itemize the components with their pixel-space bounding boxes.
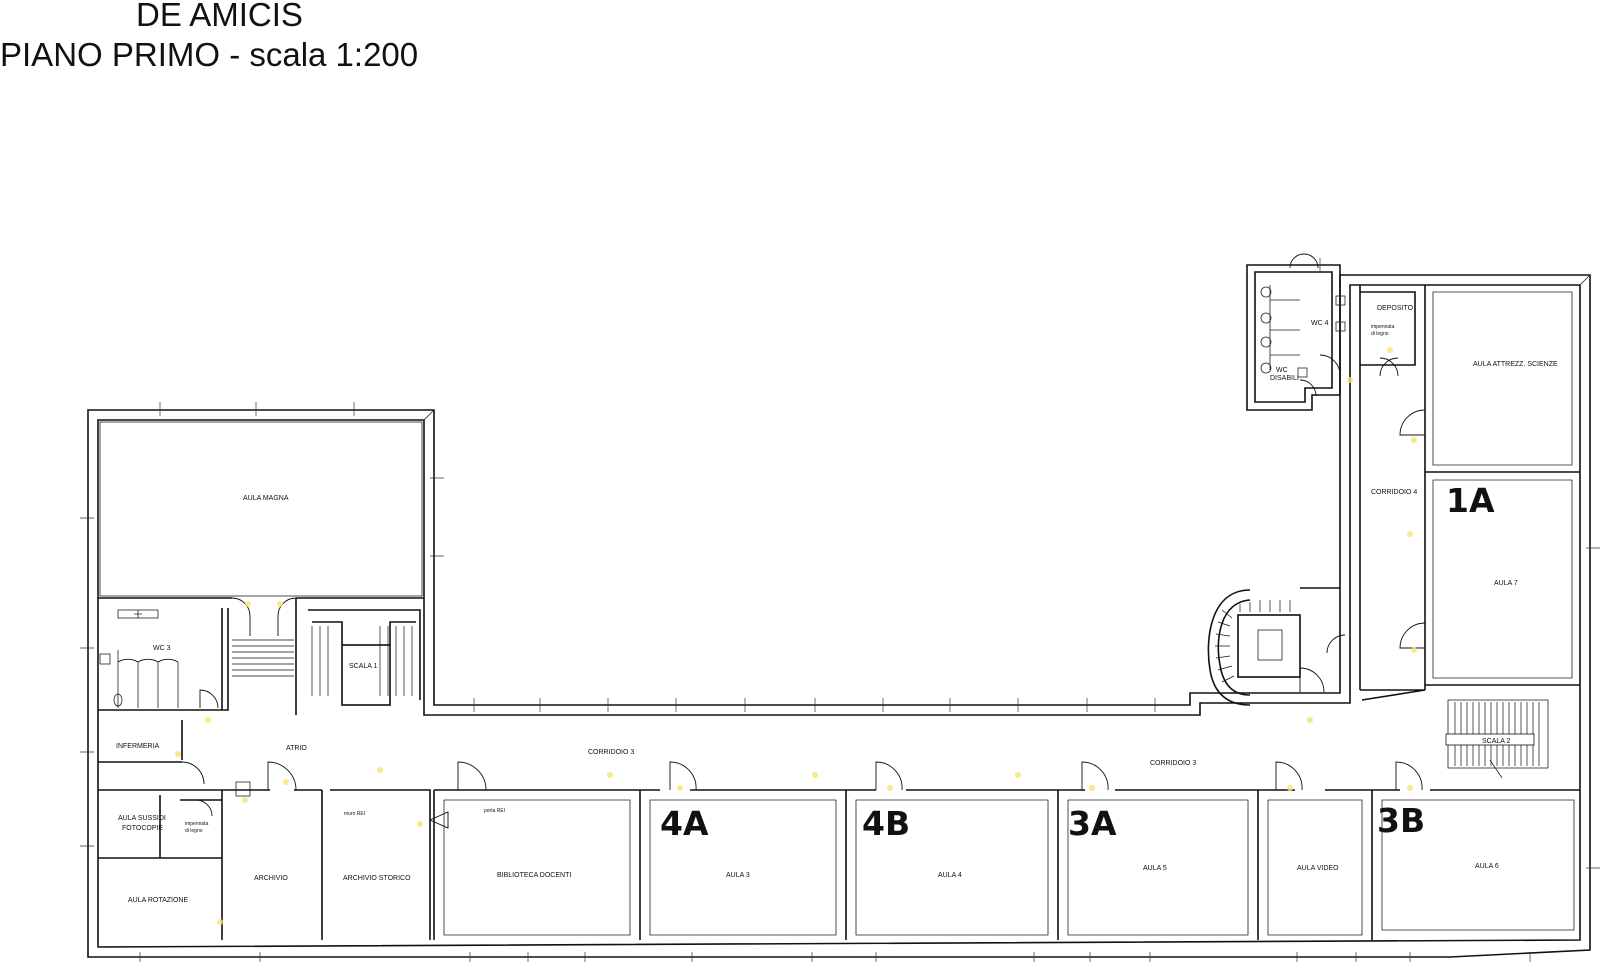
- label-wc-disabili-1: WC: [1276, 367, 1288, 374]
- class-label-4b: 4B: [862, 804, 910, 843]
- outer-wall-main: [87, 274, 1591, 958]
- label-porta-rei: porta REI: [484, 808, 505, 814]
- class-label-3b: 3B: [1377, 801, 1425, 840]
- label-impennata-2: impennata: [1371, 324, 1395, 330]
- label-aula7: AULA 7: [1494, 580, 1518, 587]
- window-marks: [80, 258, 1600, 962]
- label-muro-rei: muro REI: [344, 811, 365, 817]
- label-scala2: SCALA 2: [1482, 738, 1511, 745]
- room-labels: AULA MAGNA WC 3 SCALA 1 INFERMERIA ATRIO…: [116, 305, 1558, 904]
- label-archivio: ARCHIVIO: [254, 875, 288, 882]
- label-corridoio3-left: CORRIDOIO 3: [588, 749, 634, 756]
- label-aula-sussidi: AULA SUSSIDI: [118, 815, 166, 822]
- label-wc3: WC 3: [153, 645, 171, 652]
- plan-title-school: DE AMICIS: [136, 0, 303, 33]
- label-atrio: ATRIO: [286, 745, 307, 752]
- class-labels: 1A 4A 4B 3A 3B: [660, 481, 1495, 843]
- west-wing-partitions: [98, 421, 435, 940]
- label-aula-magna: AULA MAGNA: [243, 495, 289, 502]
- label-deposito: DEPOSITO: [1377, 305, 1414, 312]
- label-aula5: AULA 5: [1143, 865, 1167, 872]
- west-stairs: [231, 597, 416, 706]
- east-wing-partitions: [1359, 285, 1580, 779]
- south-wing-partitions: [434, 789, 1580, 940]
- label-impennata-1: impennata: [185, 821, 209, 827]
- label-aula4: AULA 4: [938, 872, 962, 879]
- label-corridoio3-right: CORRIDOIO 3: [1150, 760, 1196, 767]
- marker-dots: [175, 347, 1417, 925]
- label-fotocopie: FOTOCOPIE: [122, 825, 163, 832]
- annex-wc4-inner: [1254, 271, 1333, 403]
- label-di-legno-2: di legno: [1371, 331, 1389, 337]
- spiral-stair: [1207, 587, 1340, 706]
- label-corridoio4: CORRIDOIO 4: [1371, 489, 1417, 496]
- outer-walls: [87, 264, 1591, 958]
- wc3-fixtures: [99, 609, 219, 709]
- label-aula-rotazione: AULA ROTAZIONE: [128, 897, 188, 904]
- class-label-4a: 4A: [660, 804, 709, 843]
- label-scala1: SCALA 1: [349, 663, 378, 670]
- label-aula-video: AULA VIDEO: [1297, 865, 1339, 872]
- class-label-3a: 3A: [1068, 804, 1117, 843]
- label-biblioteca: BIBLIOTECA DOCENTI: [497, 872, 571, 879]
- label-archivio-storico: ARCHIVIO STORICO: [343, 875, 411, 882]
- label-di-legno-1: di legno: [185, 828, 203, 834]
- label-aula3: AULA 3: [726, 872, 750, 879]
- label-wc-disabili-2: DISABILI: [1270, 375, 1299, 382]
- label-wc4: WC 4: [1311, 320, 1329, 327]
- annex-wc4: [1246, 264, 1341, 411]
- doors: [181, 357, 1426, 829]
- inner-wall-main: [97, 284, 1581, 948]
- plan-title-floor-scale: PIANO PRIMO - scala 1:200: [0, 36, 419, 73]
- wc4-fixtures: [1260, 253, 1346, 397]
- label-infermeria: INFERMERIA: [116, 743, 160, 750]
- label-aula-scienze: AULA ATTREZZ. SCIENZE: [1473, 361, 1558, 368]
- class-label-1a: 1A: [1446, 481, 1495, 520]
- label-aula6: AULA 6: [1475, 863, 1499, 870]
